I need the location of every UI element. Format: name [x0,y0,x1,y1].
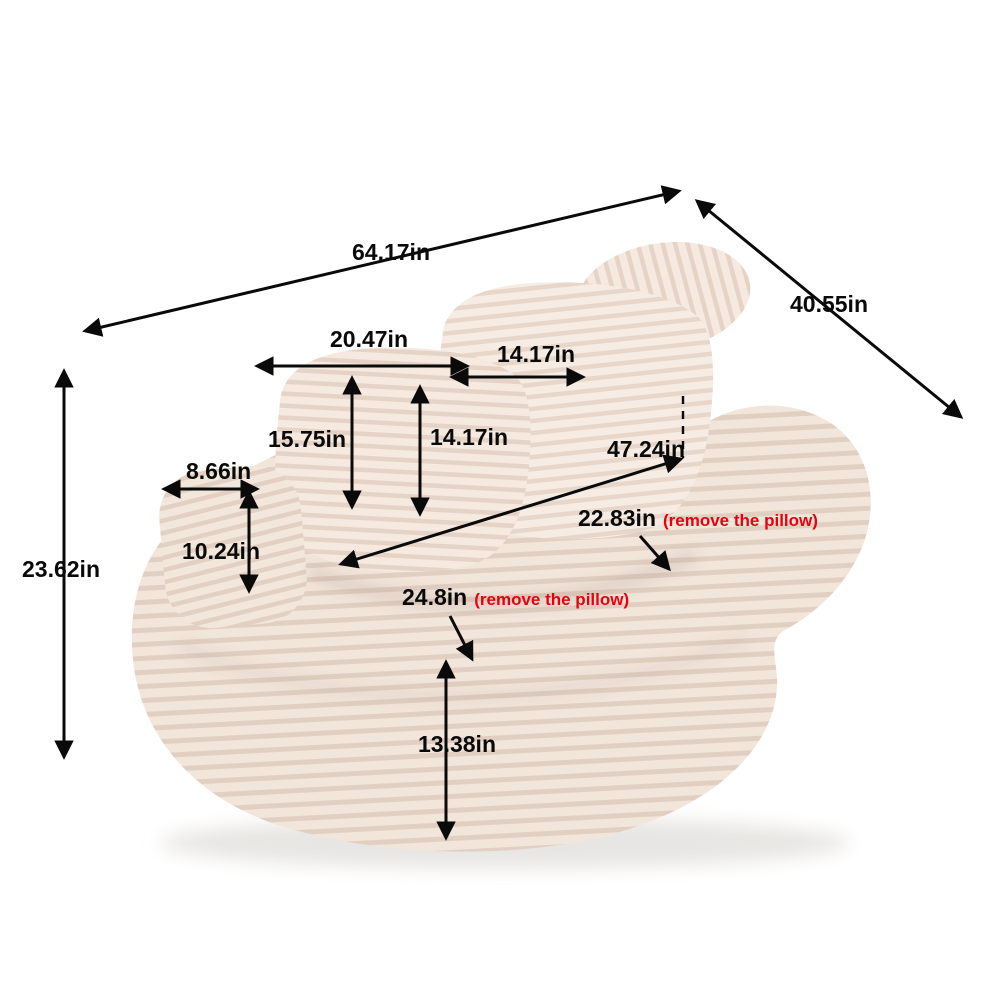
seat-shading [307,547,699,612]
dim-label-head-pillow-width: 14.17in [497,341,575,367]
dim-label-back-pillow-width: 20.47in [330,326,408,352]
dim-label-seat-length: 47.24in [607,436,685,462]
dim-label-back-cushion-thickness: 14.17in [430,424,508,450]
arm-pillow [159,465,307,629]
dim-arrow-overall-depth [694,199,964,419]
dim-arrow-seat-depth [638,535,671,572]
back-pillow-left [275,347,531,573]
dim-label-back-pillow-height: 15.75in [268,426,346,452]
dim-label-arm-pillow-height: 10.24in [182,538,260,564]
dim-label-overall-width: 64.17in [352,239,430,265]
dim-label-seat-depth-value: 22.83in [578,505,656,531]
dim-label-seat-depth: 22.83in (remove the pillow) [578,505,818,531]
dim-arrow-overall-width [82,185,682,337]
dim-label-seat-width-value: 24.8in [402,584,468,610]
dim-label-seat-depth-note: (remove the pillow) [663,511,818,530]
dim-label-seat-height: 13.38in [418,731,496,757]
dim-label-seat-width-note: (remove the pillow) [474,590,630,609]
dim-label-seat-width: 24.8in (remove the pillow) [402,584,630,610]
dim-arrow-seat-length [338,454,684,569]
dimension-arrows [54,185,964,841]
dim-arrow-seat-width [448,615,474,662]
dim-label-arm-pillow-width: 8.66in [186,458,252,484]
dim-label-overall-height: 23.62in [22,556,100,582]
dim-label-overall-depth: 40.55in [790,291,868,317]
